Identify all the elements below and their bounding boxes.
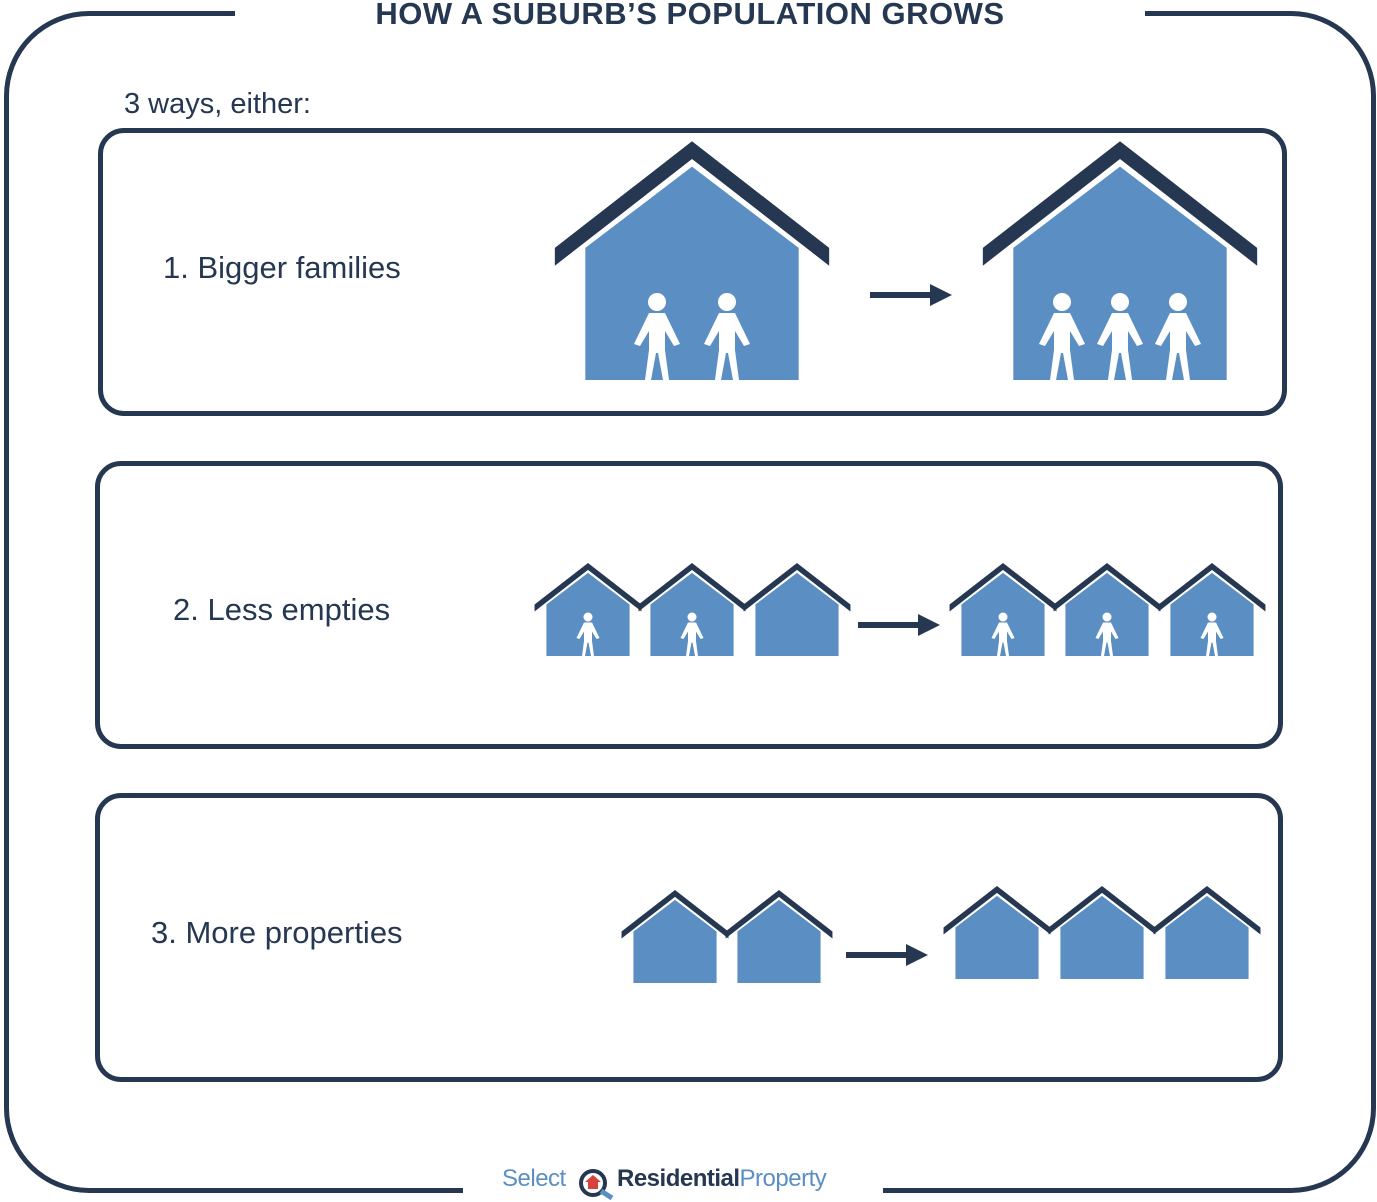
page-title: HOW A SUBURB’S POPULATION GROWS: [375, 0, 1005, 31]
arrow-right-icon: [858, 614, 940, 636]
arrow-right-icon: [846, 944, 928, 966]
way-label-2: 2. Less empties: [173, 592, 391, 627]
brand-logo: Select ResidentialProperty: [466, 1160, 880, 1202]
house-icon: [725, 889, 833, 983]
house-icon: [1153, 885, 1261, 979]
magnifier-house-logo-icon: [579, 1169, 614, 1200]
house-icon: [943, 885, 1051, 979]
house-icon: [621, 889, 729, 983]
house-icon: [743, 562, 851, 656]
brand-residential-property: ResidentialProperty: [617, 1165, 827, 1193]
intro-text: 3 ways, either:: [124, 88, 311, 120]
house-icon: [554, 141, 830, 380]
house-icon: [1048, 885, 1156, 979]
brand-residential: Residential: [617, 1165, 740, 1192]
brand-select: Select: [502, 1165, 566, 1192]
way-label-3: 3. More properties: [151, 915, 403, 950]
way-label-1: 1. Bigger families: [163, 250, 401, 285]
logo-gap: [463, 1170, 883, 1202]
title-gap: [235, 0, 1145, 22]
brand-property: Property: [739, 1165, 827, 1192]
arrow-right-icon: [870, 284, 952, 306]
